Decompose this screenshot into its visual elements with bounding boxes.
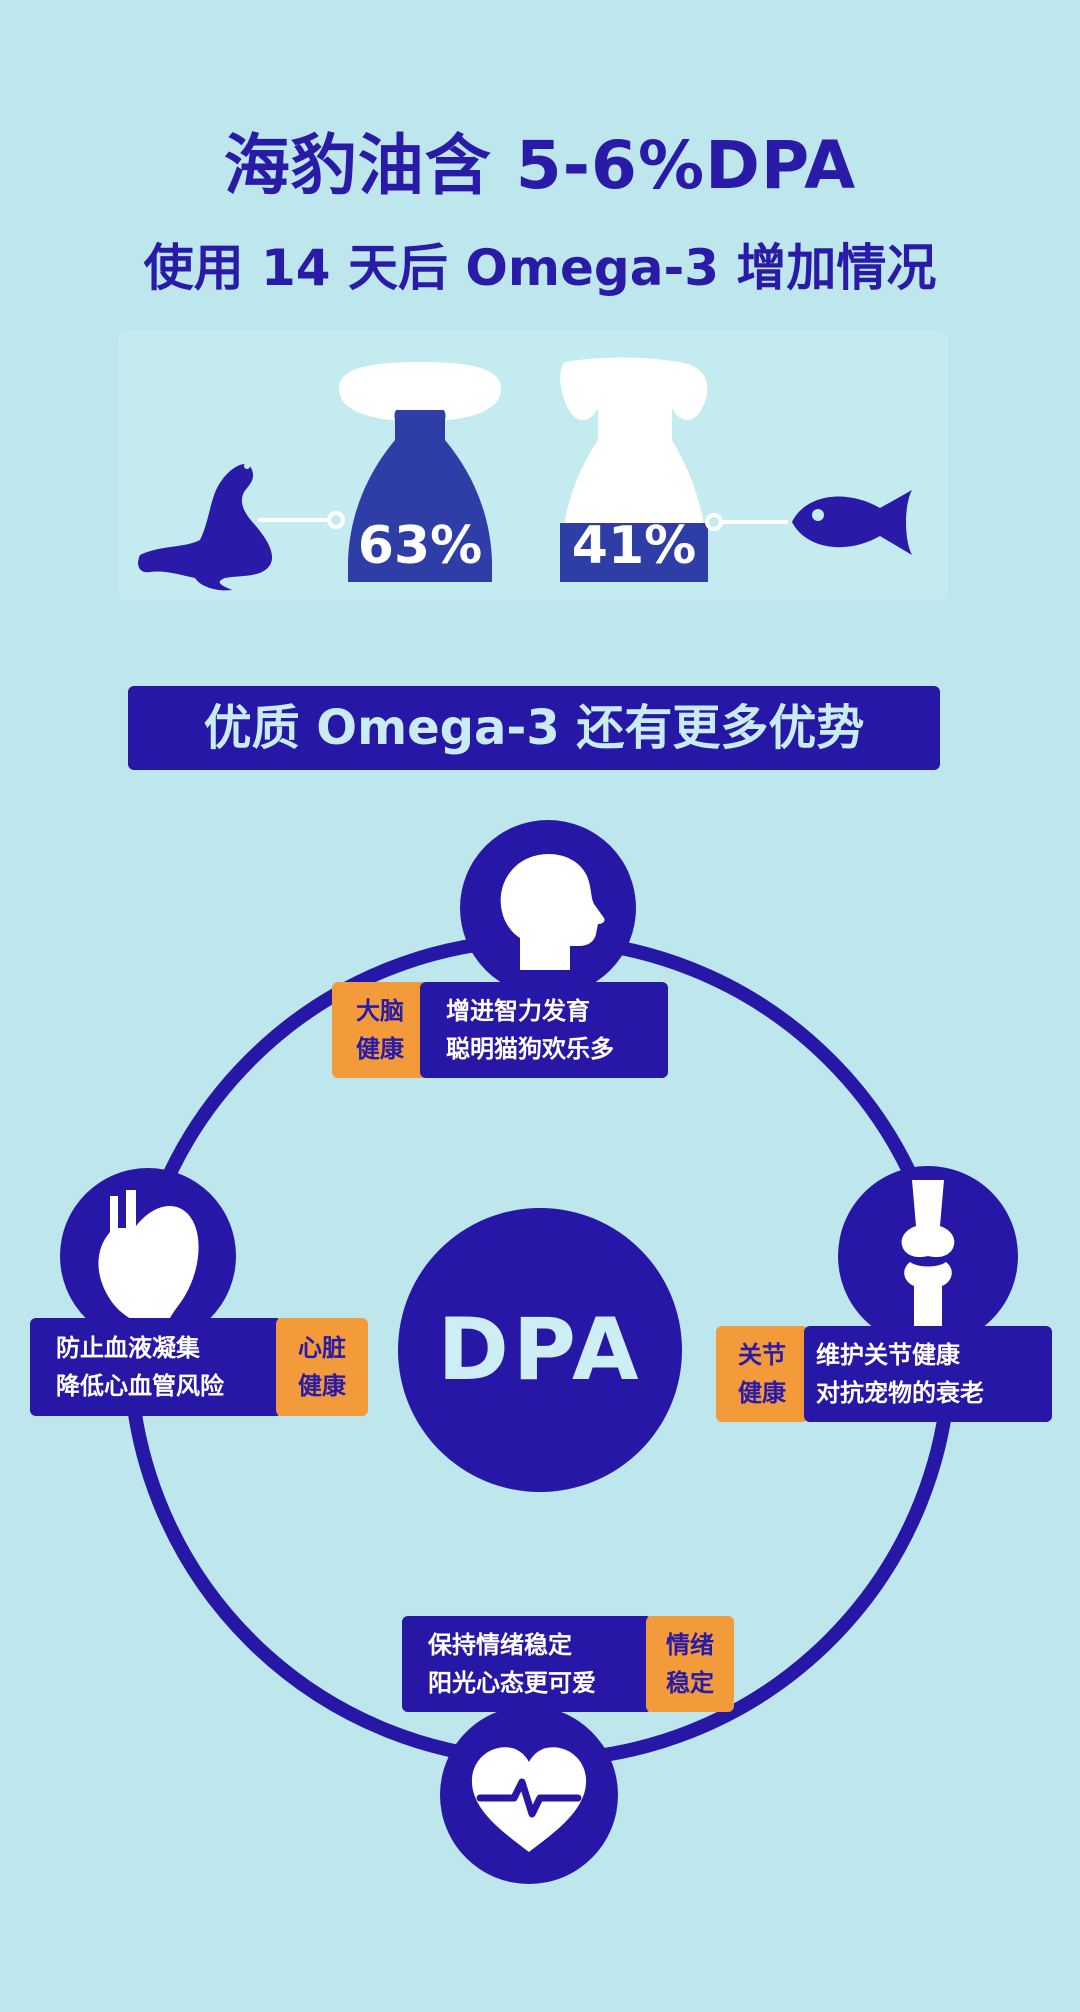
brain-desc-line1: 增进智力发育 [446, 997, 590, 1025]
heart-icon-circle [60, 1168, 236, 1344]
heart-tag-line1: 心脏 [298, 1334, 346, 1362]
joint-desc-line1: 维护关节健康 [816, 1341, 960, 1369]
comparison-graphic [138, 357, 912, 591]
mood-tag-line1: 情绪 [666, 1631, 714, 1659]
seal-icon [138, 463, 273, 591]
dog-head-icon-fish [560, 357, 708, 582]
brain-desc: 增进智力发育 聪明猫狗欢乐多 [420, 982, 668, 1078]
page-subtitle: 使用 14 天后 Omega-3 增加情况 [143, 239, 937, 297]
seal-percent: 63% [357, 516, 483, 576]
dpa-center-circle: DPA [398, 1208, 682, 1492]
joint-desc: 维护关节健康 对抗宠物的衰老 [804, 1326, 1052, 1422]
joint-icon [901, 1180, 955, 1336]
heart-tag-line2: 健康 [298, 1372, 346, 1400]
joint-tag: 关节 健康 [716, 1326, 808, 1422]
page-title: 海豹油含 5-6%DPA [223, 127, 857, 204]
joint-icon-circle [838, 1166, 1018, 1346]
mood-desc-line1: 保持情绪稳定 [428, 1631, 572, 1659]
fish-percent: 41% [571, 516, 697, 576]
heartbeat-icon [471, 1747, 587, 1852]
mood-tag: 情绪 稳定 [646, 1616, 734, 1712]
heart-desc-line2: 降低心血管风险 [56, 1372, 224, 1400]
brain-tag-line1: 大脑 [356, 997, 404, 1025]
mood-desc-line2: 阳光心态更可爱 [428, 1669, 596, 1697]
heart-icon [98, 1190, 199, 1328]
heart-tag: 心脏 健康 [276, 1318, 368, 1416]
joint-tag-line2: 健康 [738, 1379, 786, 1407]
brain-desc-line2: 聪明猫狗欢乐多 [446, 1035, 614, 1063]
fish-icon [792, 490, 912, 555]
mood-desc: 保持情绪稳定 阳光心态更可爱 [402, 1616, 652, 1712]
joint-tag-line1: 关节 [738, 1341, 786, 1369]
brain-icon-circle [460, 820, 636, 996]
heart-desc: 防止血液凝集 降低心血管风险 [30, 1318, 282, 1416]
benefits-banner: 优质 Omega-3 还有更多优势 [128, 686, 940, 770]
heart-desc-line1: 防止血液凝集 [56, 1334, 200, 1362]
head-icon [500, 853, 605, 970]
brain-tag-line2: 健康 [356, 1035, 404, 1063]
mood-icon-circle [440, 1706, 618, 1884]
joint-desc-line2: 对抗宠物的衰老 [816, 1379, 984, 1407]
brain-tag: 大脑 健康 [332, 982, 428, 1078]
dog-head-icon-seal [339, 362, 501, 582]
mood-tag-line2: 稳定 [666, 1669, 714, 1697]
